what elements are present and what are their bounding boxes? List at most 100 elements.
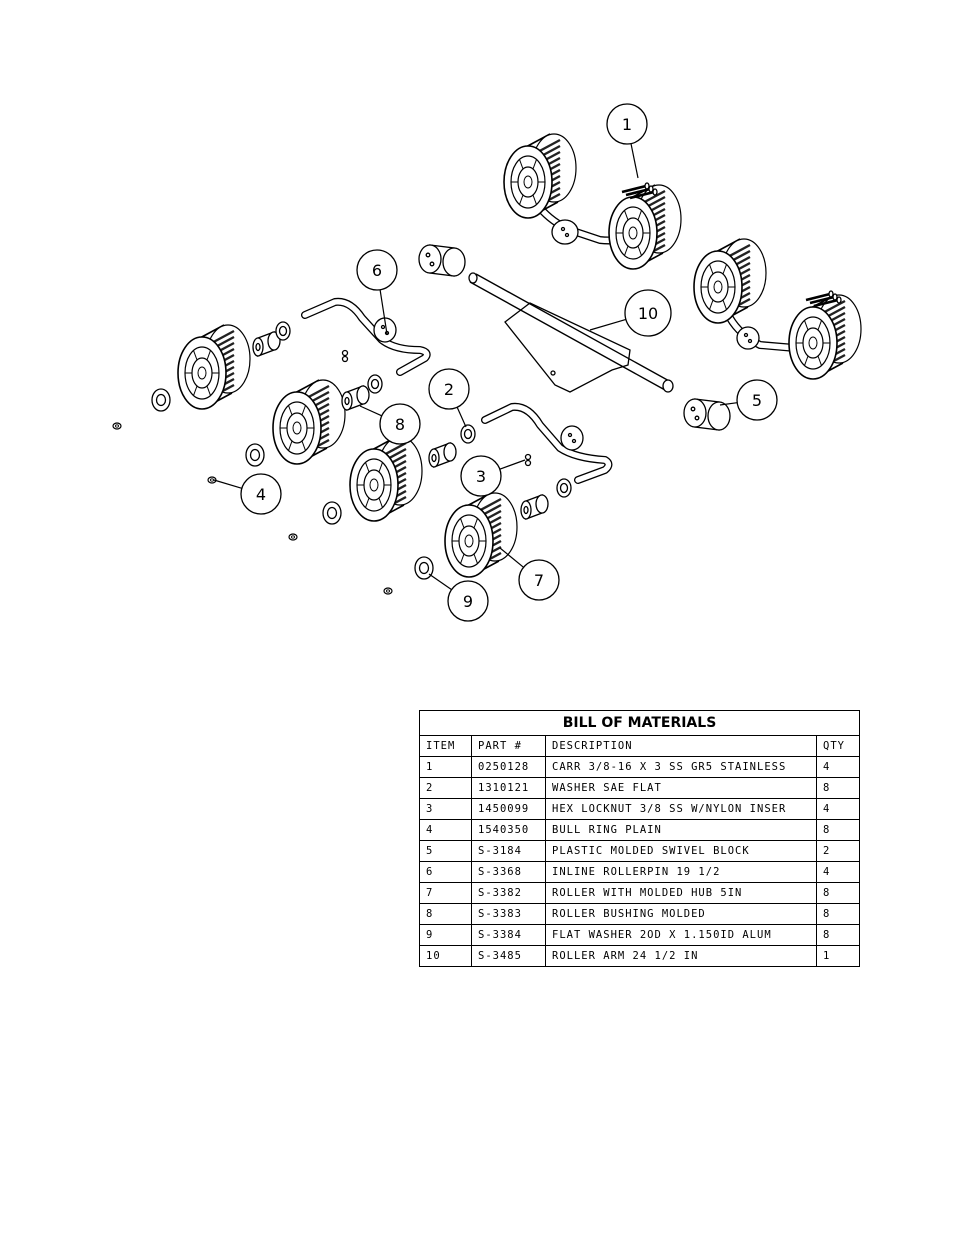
roller-wheel: [349, 436, 423, 522]
roller-spoke: [193, 350, 198, 361]
inline-rollerpin: [481, 402, 613, 484]
roller-spoke: [637, 210, 642, 221]
washer-hole: [249, 448, 261, 462]
bom-cell-qty: 8: [816, 819, 860, 841]
callout-number: 4: [256, 485, 266, 504]
bolt-shank: [805, 292, 831, 302]
callout-circle: [379, 403, 421, 445]
bom-cell-qty: 8: [816, 903, 860, 925]
bom-header-row: ITEM PART # DESCRIPTION QTY: [419, 735, 860, 757]
plate-outline: [736, 326, 760, 350]
bom-cell-item: 2: [419, 777, 472, 799]
bom-cell-description: ROLLER WITH MOLDED HUB 5IN: [545, 882, 817, 904]
washer-outer: [460, 424, 476, 444]
washer-hole: [559, 482, 569, 494]
roller-spoke: [206, 385, 211, 396]
roller-bushing: [341, 385, 370, 411]
callout-number: 9: [463, 592, 473, 611]
hex-locknut: [524, 453, 532, 467]
plate-outline: [551, 219, 579, 245]
roller-spoke: [817, 355, 822, 366]
washer-hole: [418, 561, 430, 575]
roller-spoke: [624, 245, 629, 256]
bom-cell-description: CARR 3/8-16 X 3 SS GR5 STAINLESS: [545, 756, 817, 778]
pin-fill: [302, 299, 430, 375]
bushing-bore: [344, 396, 350, 406]
bushing-bore: [431, 453, 437, 463]
roller-spoke: [378, 462, 383, 473]
bom-cell-part: 1540350: [471, 819, 546, 841]
roller-spoke: [193, 385, 198, 396]
roller-wheel: [272, 379, 346, 465]
washer-hole: [278, 325, 288, 337]
callout-balloon: 9: [428, 573, 489, 622]
bull-ring: [383, 587, 393, 595]
bom-cell-description: WASHER SAE FLAT: [545, 777, 817, 799]
nut-top: [524, 453, 532, 461]
bom-cell-item: 1: [419, 756, 472, 778]
block-front: [418, 244, 442, 274]
callout-number: 2: [444, 380, 454, 399]
bom-cell-description: INLINE ROLLERPIN 19 1/2: [545, 861, 817, 883]
arm-tube: [469, 273, 672, 391]
bom-cell-part: S-3384: [471, 924, 546, 946]
bom-cell-qty: 4: [816, 798, 860, 820]
flat-washer: [414, 556, 434, 580]
plate-hole: [560, 226, 566, 232]
plate-outline: [560, 425, 584, 451]
bolt-head: [652, 188, 658, 196]
arm-hole: [550, 370, 556, 376]
bom-cell-description: BULL RING PLAIN: [545, 819, 817, 841]
bom-cell-qty: 8: [816, 924, 860, 946]
bushing-front: [520, 500, 532, 520]
arm-tube-end: [468, 272, 478, 284]
plate-hole: [747, 338, 753, 344]
roller-bore: [713, 280, 723, 294]
roller-arm: [468, 272, 674, 393]
bom-header-qty: QTY: [816, 735, 860, 757]
roller-spoke: [804, 355, 809, 366]
roller-spoke: [817, 320, 822, 331]
bom-title: BILL OF MATERIALS: [419, 710, 860, 736]
bom-cell-qty: 8: [816, 882, 860, 904]
roller-bore: [808, 336, 818, 350]
washer-hole: [463, 428, 473, 440]
bom-cell-part: S-3368: [471, 861, 546, 883]
bom-cell-part: S-3485: [471, 945, 546, 967]
bom-cell-part: S-3184: [471, 840, 546, 862]
roller-wheel: [608, 184, 682, 270]
nut-bottom: [341, 355, 349, 363]
bushing-front: [428, 448, 440, 468]
arm-tube-end: [662, 379, 674, 393]
bolt-shank: [813, 298, 839, 308]
roller-spoke: [288, 405, 293, 416]
callout-leader: [428, 573, 452, 591]
ring-inner: [115, 424, 120, 428]
callout-number: 7: [534, 571, 544, 590]
callout-circle: [447, 580, 489, 622]
callout-balloon: 2: [428, 368, 470, 428]
bom-cell-qty: 4: [816, 756, 860, 778]
callout-number: 5: [752, 391, 762, 410]
washer-hole: [155, 393, 167, 407]
callout-balloon: 10: [589, 289, 672, 337]
callout-circle: [606, 103, 648, 145]
bom-title-row: BILL OF MATERIALS: [419, 710, 860, 736]
hex-locknut: [341, 349, 349, 363]
roller-bushing: [428, 442, 457, 468]
callout-leader: [456, 407, 467, 428]
roller-spoke: [473, 553, 478, 564]
roller-spoke: [519, 159, 524, 170]
roller-spoke: [365, 497, 370, 508]
bom-cell-description: HEX LOCKNUT 3/8 SS W/NYLON INSER: [545, 798, 817, 820]
bom-cell-qty: 4: [816, 861, 860, 883]
block-hole: [429, 261, 435, 267]
bom-cell-part: 1450099: [471, 798, 546, 820]
block-hole: [425, 252, 431, 258]
bom-cell-part: S-3383: [471, 903, 546, 925]
